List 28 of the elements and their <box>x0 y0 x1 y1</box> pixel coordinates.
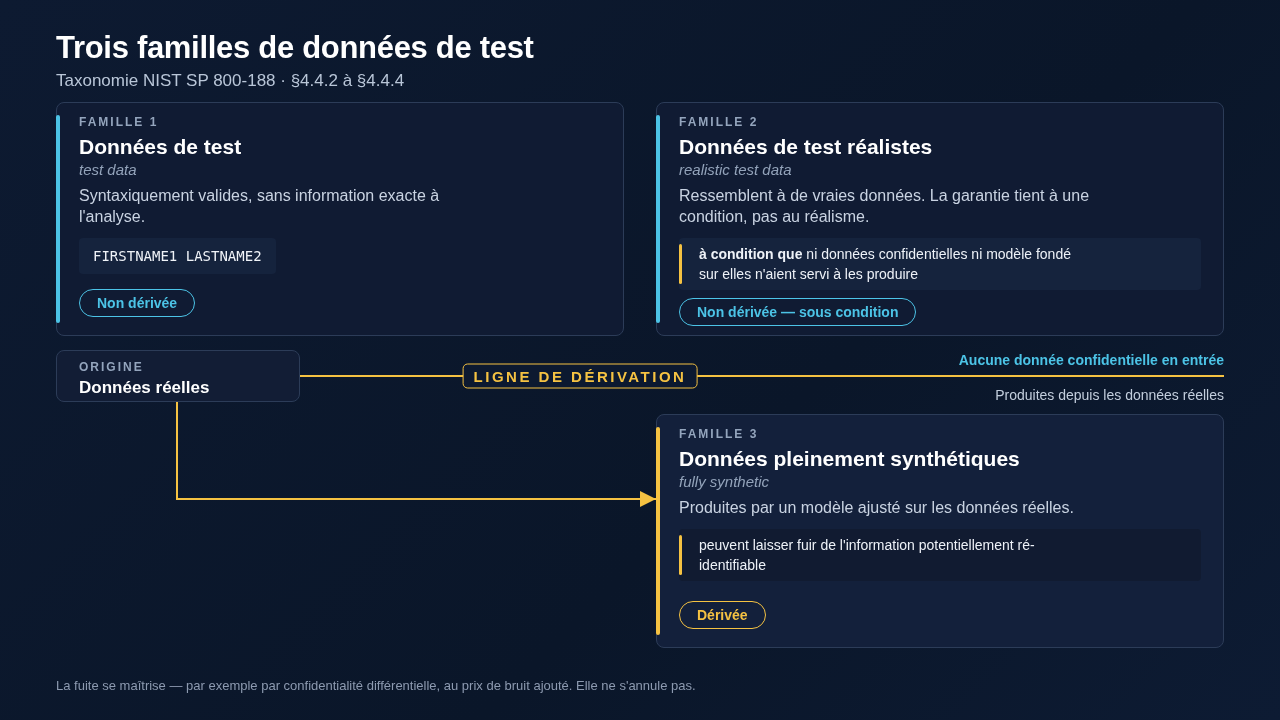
box-title: Données réelles <box>79 378 211 398</box>
line-note: Produites depuis les données réelles <box>995 387 1224 403</box>
card-eyebrow: FAMILLE 2 <box>679 115 760 129</box>
family-card <box>56 102 624 336</box>
callout-note: peuvent laisser fuir de l'information potentiellement ré-identifiable <box>679 528 1201 582</box>
card-eyebrow: FAMILLE 1 <box>79 115 160 129</box>
card-description: Syntaxiquement valides, sans information exacte à l'analyse. <box>79 186 441 227</box>
origin-box <box>56 350 300 402</box>
footnote: La fuite se maîtrise — par exemple par confidentialité différentielle, au prix de bruit ajouté. Elle ne s'annule pas. <box>56 678 696 693</box>
card-eyebrow: FAMILLE 3 <box>679 427 760 441</box>
callout-note: à condition que ni données confidentielles ni modèle fondé sur elles n'aient servi à les produire <box>679 237 1201 291</box>
box-eyebrow: ORIGINE <box>79 360 145 374</box>
arrow <box>176 401 657 507</box>
edge-label: LIGNE DE DÉRIVATION <box>462 363 698 389</box>
card-title: Données de test réalistes <box>679 135 934 159</box>
subtitle: Taxonomie NIST SP 800-188 · §4.4.2 à §4.4.4 <box>56 71 405 91</box>
card-title: Données de test <box>79 135 243 159</box>
english-term: realistic test data <box>679 161 793 178</box>
line-note: Aucune donnée confidentielle en entrée <box>958 352 1224 368</box>
english-term: test data <box>79 161 138 178</box>
english-term: fully synthetic <box>679 473 771 490</box>
card-description: Ressemblent à de vraies données. La garantie tient à une condition, pas au réalisme. <box>679 186 1091 227</box>
card-title: Données pleinement synthétiques <box>679 447 1021 471</box>
family-card <box>656 102 1224 336</box>
card-description: Produites par un modèle ajusté sur les données réelles. <box>679 498 1075 518</box>
code-example: FIRSTNAME1 LASTNAME2 <box>79 237 276 274</box>
page-title: Trois familles de données de test <box>56 30 534 66</box>
family-card <box>656 414 1224 648</box>
